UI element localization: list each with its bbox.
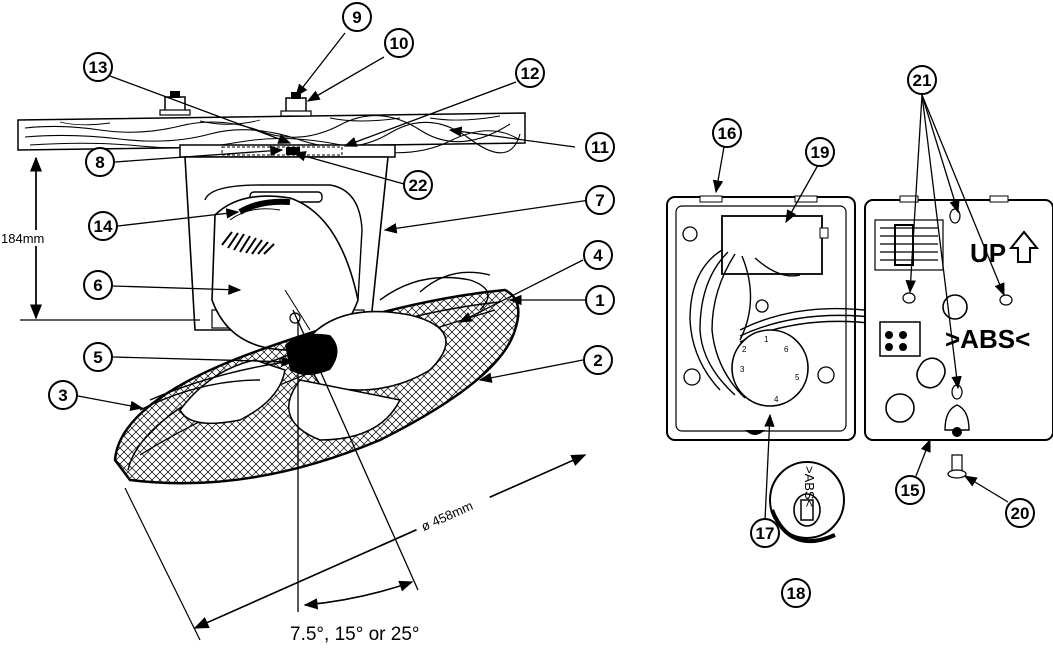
callout-9: 9: [342, 2, 372, 32]
terminal-6: 6: [784, 345, 789, 354]
abs-label: >ABS<: [945, 324, 1030, 354]
screw-icon: [755, 299, 769, 313]
terminal-2: 2: [742, 345, 747, 354]
callout-11: 11: [585, 132, 615, 162]
callout-8: 8: [85, 147, 115, 177]
svg-text:5: 5: [93, 348, 102, 367]
callout-22: 22: [403, 170, 433, 200]
svg-text:10: 10: [390, 34, 409, 53]
angle-dimension: 7.5°, 15° or 25°: [290, 309, 419, 645]
screw-20: [947, 454, 967, 479]
callout-7: 7: [585, 185, 615, 215]
up-arrow-icon: [1008, 230, 1040, 263]
knob-label: >ABS<: [802, 466, 817, 507]
callout-14: 14: [88, 211, 118, 241]
control-box-lid: UP >ABS<: [864, 195, 1053, 441]
fan-guard: [113, 271, 520, 485]
bolt-left: [159, 91, 191, 116]
svg-text:9: 9: [352, 8, 361, 27]
callout-18: 18: [781, 578, 811, 608]
callout-1: 1: [585, 285, 615, 315]
terminal-1: 1: [764, 335, 769, 344]
svg-text:8: 8: [95, 153, 104, 172]
svg-text:13: 13: [89, 58, 108, 77]
screw-icon: [817, 366, 835, 384]
screw-icon: [683, 368, 701, 386]
callout-16: 16: [712, 118, 742, 148]
svg-text:2: 2: [593, 351, 602, 370]
callout-21: 21: [907, 65, 937, 95]
callout-19: 19: [805, 137, 835, 167]
svg-text:4: 4: [593, 246, 603, 265]
connector: [879, 321, 921, 357]
terminal-3: 3: [740, 365, 745, 374]
callout-13: 13: [83, 52, 113, 82]
fan-assembly: 184mm ø 458mm 7.5°, 15° or 25°: [0, 91, 587, 645]
control-knob: >ABS<: [769, 461, 845, 544]
svg-text:14: 14: [94, 217, 113, 236]
callout-4: 4: [583, 240, 613, 270]
callout-2: 2: [583, 345, 613, 375]
callout-3: 3: [48, 380, 78, 410]
svg-text:20: 20: [1011, 504, 1030, 523]
callouts: 9 10 13 12 11 8 22 7 14 4 6 1 5 2 3 16 1…: [48, 2, 1035, 608]
svg-text:22: 22: [409, 176, 428, 195]
svg-text:15: 15: [901, 481, 920, 500]
svg-text:17: 17: [756, 524, 775, 543]
callout-15: 15: [895, 475, 925, 505]
terminal-block: [731, 329, 809, 407]
callout-17: 17: [750, 518, 780, 548]
circuit-board: [721, 215, 823, 275]
svg-text:6: 6: [93, 276, 102, 295]
terminal-5: 5: [795, 373, 800, 382]
svg-text:11: 11: [591, 138, 609, 157]
callout-6: 6: [83, 270, 113, 300]
height-label: 184mm: [1, 231, 44, 246]
callout-12: 12: [515, 58, 545, 88]
leader-lines: [77, 32, 1009, 521]
svg-text:7: 7: [595, 191, 604, 210]
angle-label: 7.5°, 15° or 25°: [290, 624, 419, 645]
terminal-4: 4: [774, 395, 779, 404]
up-label: UP: [970, 238, 1006, 268]
svg-text:21: 21: [913, 71, 932, 90]
callout-10: 10: [384, 28, 414, 58]
height-dimension: 184mm: [0, 156, 200, 321]
svg-text:12: 12: [521, 64, 540, 83]
svg-text:16: 16: [718, 124, 737, 143]
callout-5: 5: [83, 342, 113, 372]
svg-text:18: 18: [787, 584, 806, 603]
control-box-base: 1 2 3 4 5 6: [666, 195, 892, 441]
svg-text:1: 1: [595, 291, 604, 310]
svg-text:3: 3: [58, 386, 67, 405]
callout-20: 20: [1005, 498, 1035, 528]
svg-text:19: 19: [811, 143, 830, 162]
motor-housing: [211, 195, 359, 351]
